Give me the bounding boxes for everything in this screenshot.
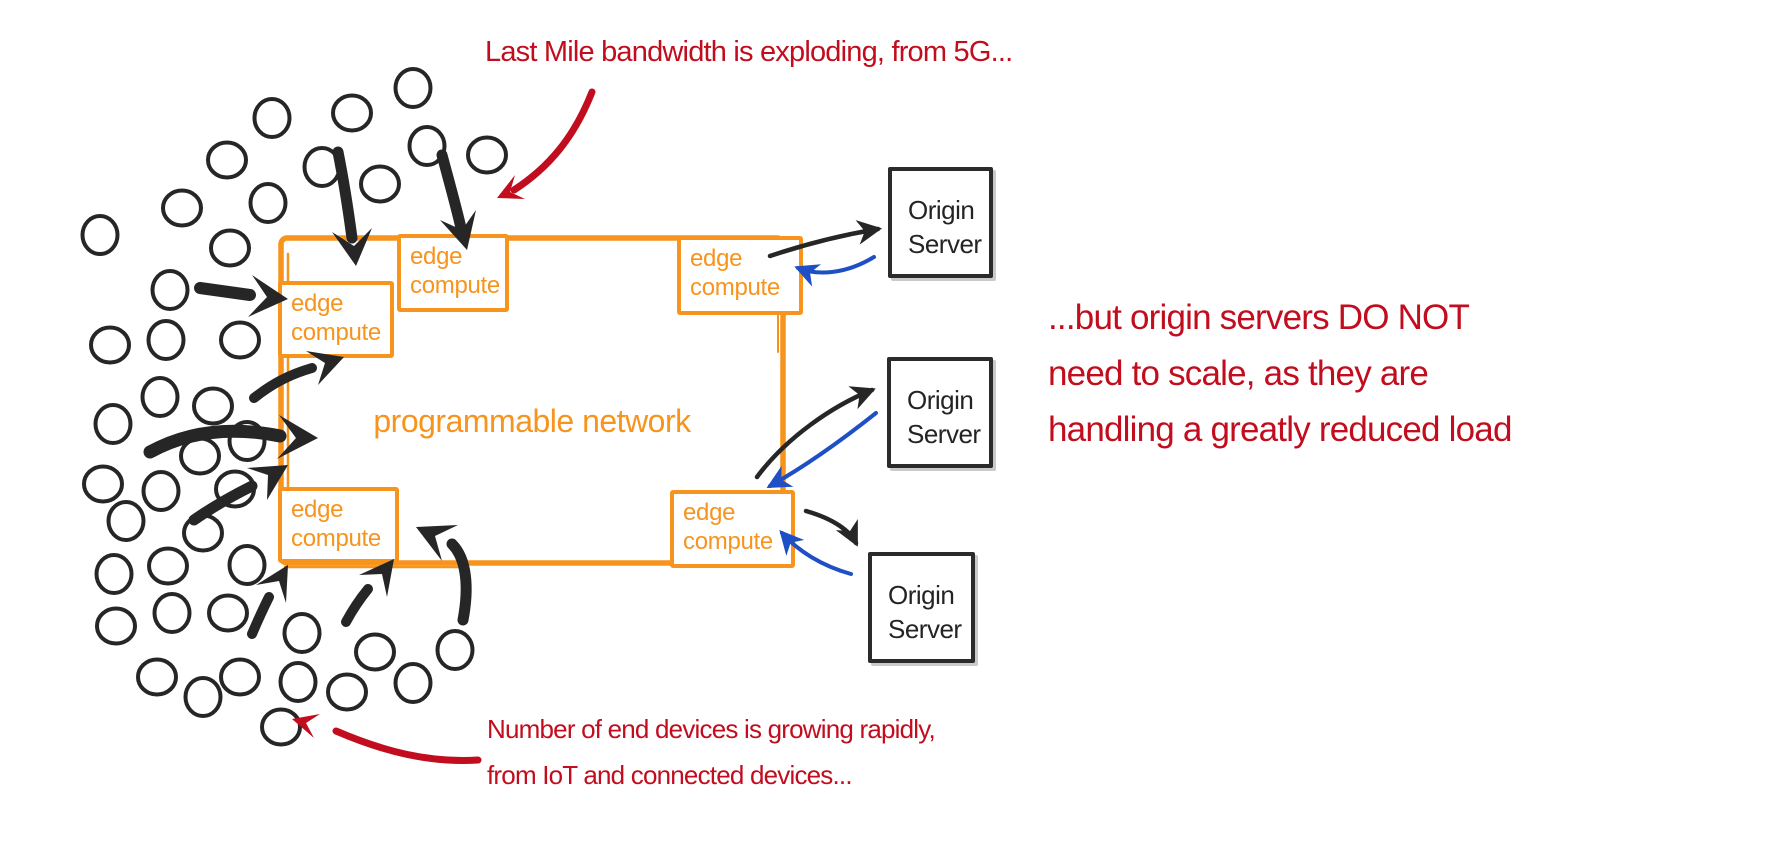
end-device-circle: [331, 93, 373, 133]
device-ingress-arrow-bottom-1: [247, 565, 288, 639]
end-device-circle: [94, 553, 134, 595]
origin-fetch-arrow-2: [754, 386, 876, 480]
end-device-circle: [219, 320, 261, 360]
callout-origin-servers: ...but origin servers DO NOT need to sca…: [1048, 290, 1512, 458]
end-device-circle: [147, 546, 189, 586]
end-device-circle: [207, 593, 249, 633]
end-device-circle: [82, 464, 124, 504]
end-device-circle: [248, 182, 288, 224]
device-ingress-arrow-left-3: [143, 415, 318, 459]
end-device-circle: [214, 469, 256, 509]
end-device-circle: [89, 325, 131, 365]
end-device-circle: [302, 146, 342, 188]
origin-response-arrow-1: [794, 255, 876, 287]
end-device-circle: [161, 188, 203, 228]
end-device-circle: [106, 500, 146, 542]
callout-devices-line2: from IoT and connected devices...: [487, 760, 853, 790]
device-ingress-arrow-bottom-2: [341, 559, 394, 627]
end-device-circle: [260, 707, 302, 747]
end-device-circle: [326, 672, 368, 712]
callout-last-mile: Last Mile bandwidth is exploding, from 5…: [485, 36, 1013, 68]
end-device-circle: [359, 164, 401, 204]
end-device-circle: [407, 125, 447, 167]
end-device-circle: [209, 228, 251, 268]
end-device-circle: [192, 386, 234, 426]
end-device-circle: [227, 420, 267, 462]
end-device-circle: [183, 676, 223, 718]
end-device-circle: [206, 140, 248, 180]
end-device-circle: [136, 657, 178, 697]
end-device-circle: [152, 592, 192, 634]
end-device-circle: [150, 269, 190, 311]
callout-origin-line1: ...but origin servers DO NOT: [1048, 298, 1470, 337]
end-device-circle: [393, 662, 433, 704]
end-device-circle: [278, 661, 318, 703]
end-device-circle: [282, 612, 322, 654]
device-ingress-arrow-bottom-3: [416, 525, 472, 626]
origin-response-arrow-2: [766, 411, 878, 488]
device-ingress-arrow-left-4: [188, 465, 288, 526]
device-ingress-arrow-left-1: [194, 275, 288, 317]
end-device-circle: [435, 629, 475, 671]
end-device-circle: [93, 403, 133, 445]
end-device-circle: [252, 97, 292, 139]
callout-origin-line2: need to scale, as they are: [1048, 354, 1429, 393]
device-ingress-arrow-top-1: [332, 146, 372, 266]
end-device-circle: [80, 214, 120, 256]
end-device-circle: [146, 319, 186, 361]
callout-origin-line3: handling a greatly reduced load: [1048, 410, 1512, 449]
callout-arrow-end-devices: [292, 714, 482, 764]
callout-devices-line1: Number of end devices is growing rapidly…: [487, 714, 936, 744]
end-device-circle: [182, 513, 224, 553]
end-device-circle: [227, 544, 267, 586]
callout-end-devices: Number of end devices is growing rapidly…: [487, 706, 936, 798]
end-device-circle: [354, 632, 396, 672]
origin-fetch-arrow-3: [803, 508, 859, 547]
end-device-circle: [466, 135, 508, 175]
end-device-circle: [219, 657, 261, 697]
device-ingress-arrow-left-2: [249, 351, 344, 403]
end-device-circle: [179, 436, 221, 476]
callout-arrow-last-mile: [497, 88, 596, 199]
end-device-circle: [393, 67, 433, 109]
end-device-circle: [141, 470, 181, 512]
end-device-circle: [140, 376, 180, 418]
end-device-circle: [95, 606, 137, 646]
programmable-network-label: programmable network: [373, 403, 691, 439]
